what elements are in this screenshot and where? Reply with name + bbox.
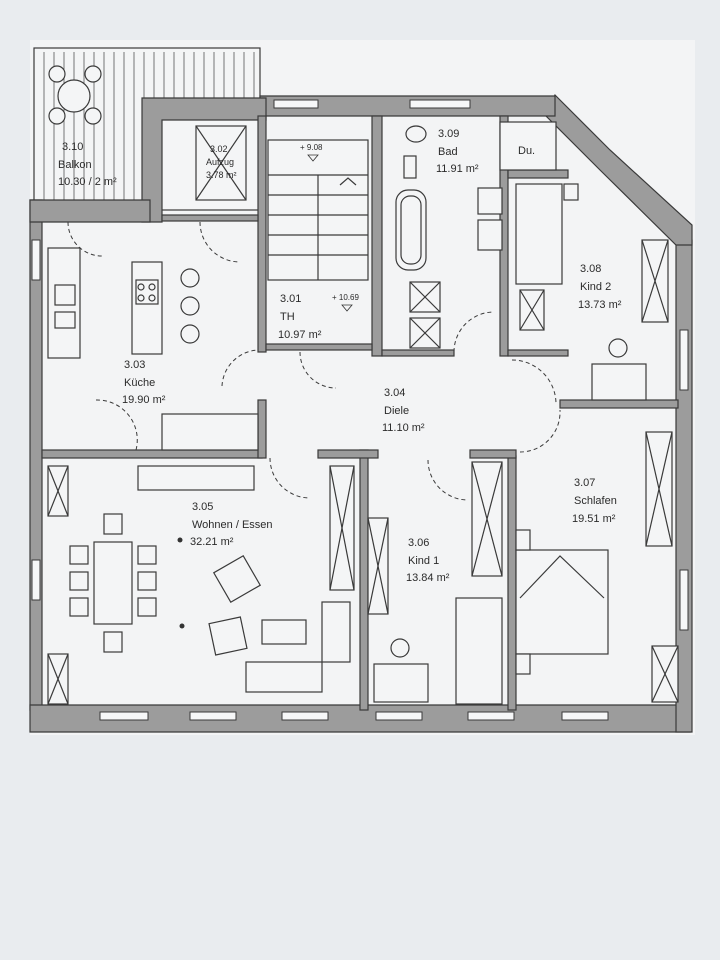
- staircase: [267, 139, 369, 281]
- bed-kind-1: [455, 597, 503, 705]
- room-3-05-name: Wohnen / Essen: [192, 519, 273, 531]
- room-3-10-id: 3.10: [62, 141, 83, 153]
- bedroom-furniture: [515, 431, 679, 703]
- marker-dot: [179, 623, 185, 629]
- level-marker-upper-icon: [307, 154, 319, 162]
- level-marker-upper: + 9.08: [300, 143, 323, 152]
- room-3-03-name: Küche: [124, 377, 155, 389]
- room-3-09-name: Bad: [438, 146, 458, 158]
- child-room-1-furniture: [367, 461, 503, 705]
- room-3-08-name: Kind 2: [580, 281, 611, 293]
- room-3-01-id: 3.01: [280, 293, 301, 305]
- interior-walls: [41, 115, 679, 711]
- shower: [499, 121, 557, 171]
- room-3-06-area: 13.84 m²: [406, 572, 450, 584]
- double-bed: [515, 549, 609, 655]
- room-3-08-id: 3.08: [580, 263, 601, 275]
- marker-dot: [177, 537, 183, 543]
- room-3-03-area: 19.90 m²: [122, 394, 166, 406]
- room-3-02-area: 3.78 m²: [206, 170, 237, 180]
- room-3-06-name: Kind 1: [408, 555, 439, 567]
- elevator-shaft: [195, 125, 247, 201]
- room-3-09-id: 3.09: [438, 128, 459, 140]
- room-3-07-name: Schlafen: [574, 495, 617, 507]
- room-3-04-area: 11.10 m²: [382, 422, 425, 434]
- room-3-04-name: Diele: [384, 405, 409, 417]
- bathroom-fixtures: [395, 121, 557, 349]
- room-3-05-id: 3.05: [192, 501, 213, 513]
- balcony-table: [57, 79, 91, 113]
- room-3-02-id: 3.02: [210, 144, 228, 154]
- room-3-09-area: 11.91 m²: [436, 163, 479, 175]
- room-3-01-name: TH: [280, 311, 295, 323]
- room-3-05-area: 32.21 m²: [190, 536, 234, 548]
- sofa: [245, 661, 323, 693]
- room-3-07-id: 3.07: [574, 477, 595, 489]
- room-3-07-area: 19.51 m²: [572, 513, 616, 525]
- room-3-08-area: 13.73 m²: [578, 299, 622, 311]
- child-room-2-furniture: [515, 183, 669, 401]
- living-dining-furniture: [47, 465, 355, 705]
- room-3-10-name: Balkon: [58, 159, 92, 171]
- room-labels: 3.10 Balkon 10.30 / 2 m² 3.02 Aufzug 3.7…: [58, 128, 622, 584]
- dining-table: [93, 541, 133, 625]
- room-3-01-area: 10.97 m²: [278, 329, 322, 341]
- bed-kind-2: [515, 183, 563, 285]
- kitchen-island: [131, 261, 163, 355]
- windows: [31, 99, 689, 721]
- room-3-06-id: 3.06: [408, 537, 429, 549]
- room-3-04-id: 3.04: [384, 387, 405, 399]
- room-3-02-name: Aufzug: [206, 157, 234, 167]
- shower-label: Du.: [518, 145, 535, 157]
- toilet: [405, 125, 427, 143]
- level-marker-lower: + 10.69: [332, 293, 359, 302]
- doors: [67, 221, 561, 501]
- level-marker-lower-icon: [341, 304, 353, 312]
- room-3-03-id: 3.03: [124, 359, 145, 371]
- kitchen-furniture: [47, 247, 259, 451]
- room-3-10-area: 10.30 / 2 m²: [58, 176, 117, 188]
